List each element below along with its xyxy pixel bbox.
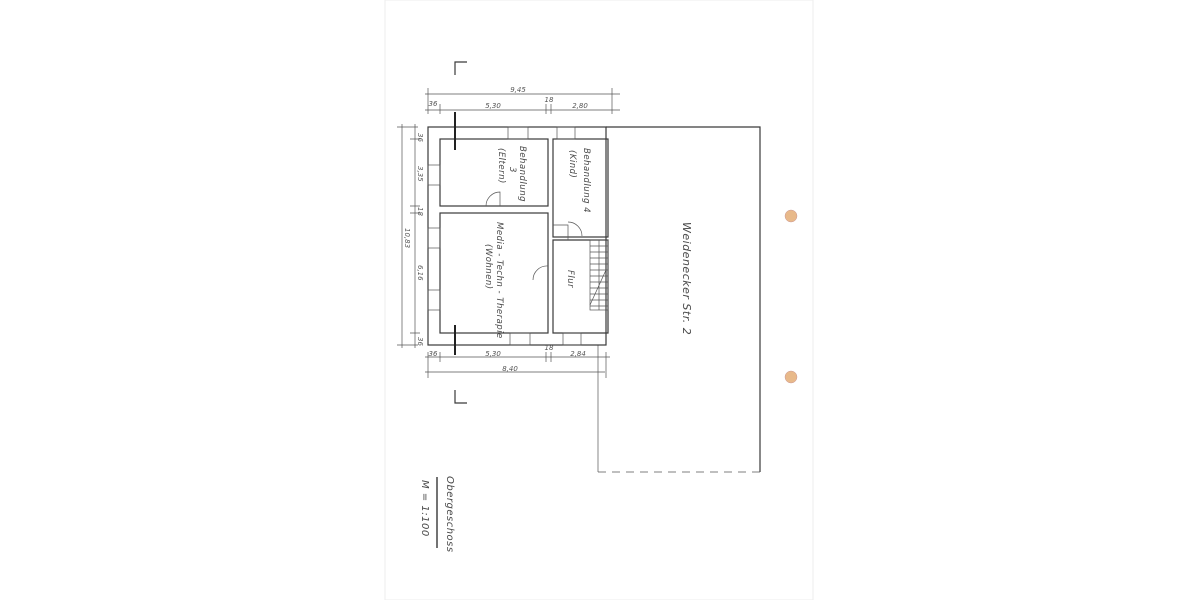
dimension-left-total: 10,83 bbox=[403, 228, 411, 248]
street-label: Weidenecker Str. 2 bbox=[680, 222, 693, 335]
crop-mark bbox=[454, 390, 467, 404]
dimension-bottom: 5,30 bbox=[485, 350, 501, 358]
dimension-bottom-total: 8,40 bbox=[502, 365, 518, 373]
dimension-bottom: 18 bbox=[545, 344, 554, 352]
punch-hole bbox=[784, 209, 798, 223]
drawing-title: Obergeschoss bbox=[444, 476, 455, 553]
room-name: Behandlung bbox=[517, 146, 527, 202]
punch-hole bbox=[784, 370, 798, 384]
room-name: Media - Techn - Therapie bbox=[494, 222, 504, 339]
dimension-bottom: 2,84 bbox=[570, 350, 586, 358]
room-name: Behandlung 4 bbox=[581, 148, 591, 213]
dimension-bottom: 36 bbox=[429, 350, 438, 358]
staircase bbox=[589, 239, 609, 311]
dimension-left: 18 bbox=[416, 207, 424, 216]
room-name: Flur bbox=[565, 270, 575, 288]
dimension-left: 36 bbox=[416, 133, 424, 142]
room-note: (Wohnen) bbox=[483, 244, 493, 290]
drawing-scale: M = 1:100 bbox=[419, 480, 430, 537]
room-number: 3 bbox=[507, 167, 517, 173]
crop-mark bbox=[454, 61, 467, 75]
windows bbox=[427, 126, 582, 346]
dimension-left: 36 bbox=[416, 337, 424, 346]
dimension-top: 36 bbox=[429, 100, 438, 108]
dimension-top-total: 9,45 bbox=[510, 86, 526, 94]
dimension-lines bbox=[397, 88, 620, 378]
dimension-top: 5,30 bbox=[485, 102, 501, 110]
dimension-left: 6,16 bbox=[416, 265, 424, 281]
room-note: (Kind) bbox=[567, 150, 577, 178]
street-outline bbox=[597, 126, 761, 473]
dimension-top: 2,80 bbox=[572, 102, 588, 110]
dimension-top: 18 bbox=[545, 96, 554, 104]
doors bbox=[485, 191, 583, 281]
dimension-left: 3,35 bbox=[416, 166, 424, 182]
room-note: (Eltern) bbox=[496, 148, 506, 184]
